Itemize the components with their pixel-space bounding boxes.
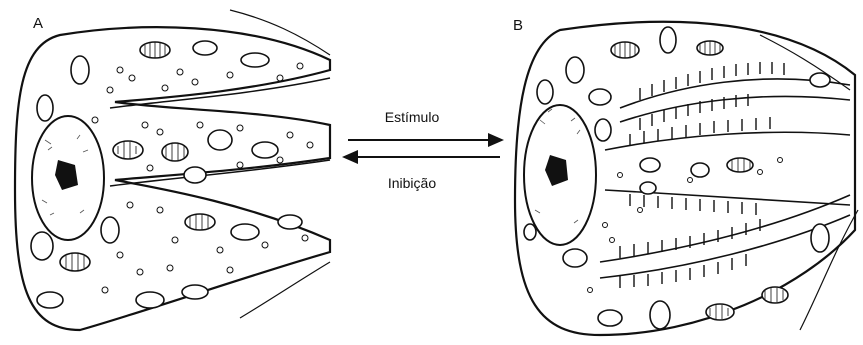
canaliculi-b <box>600 79 850 278</box>
panel-b: B <box>513 17 858 335</box>
arrow-reverse-label: Inibição <box>388 175 436 191</box>
canaliculus-a-upper <box>110 78 330 108</box>
panel-a-label: A <box>33 15 43 32</box>
vesicles-b <box>588 158 783 293</box>
canaliculus-a-middle <box>110 160 330 186</box>
arrow-reverse-head <box>342 150 358 164</box>
panel-a: A <box>15 10 330 330</box>
arrow-forward-head <box>488 133 504 147</box>
reversible-arrows: Estímulo Inibição <box>342 109 504 191</box>
fiber-a-bottom <box>240 262 330 318</box>
mito-hatching-b <box>615 41 783 319</box>
panel-b-label: B <box>513 17 523 34</box>
arrow-forward-label: Estímulo <box>385 109 440 125</box>
fiber-a-top <box>230 10 330 55</box>
